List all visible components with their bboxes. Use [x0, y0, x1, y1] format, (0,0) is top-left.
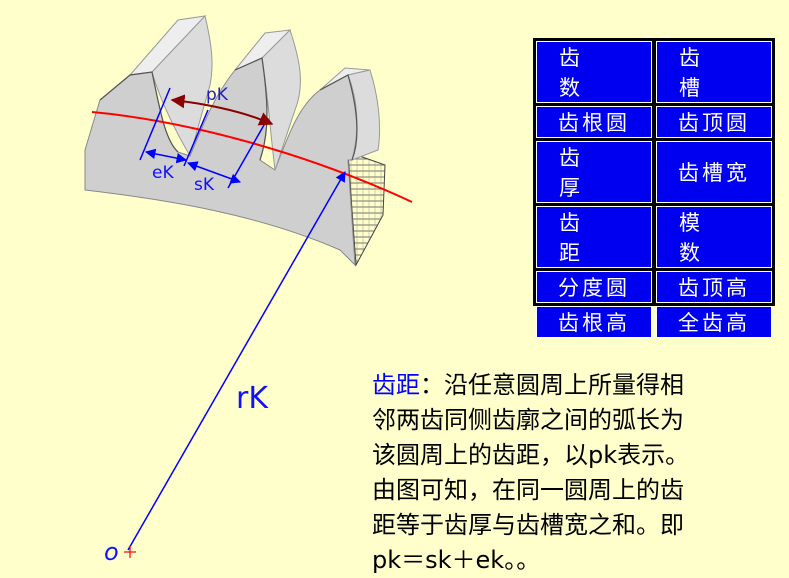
radius-label: rK [236, 381, 269, 416]
term-cell[interactable]: 齿顶高 [656, 271, 772, 303]
pitch-arrow [170, 94, 274, 126]
term-cell[interactable]: 齿顶圆 [656, 106, 772, 138]
term-table: 齿 数齿 槽齿根圆齿顶圆齿 厚齿槽宽齿 距模 数分度圆齿顶高齿根高全齿高 [533, 38, 775, 338]
tooth-thickness-arrow [187, 161, 241, 184]
term-cell[interactable]: 齿根圆 [536, 106, 652, 138]
pitch-label: pK [206, 85, 229, 105]
term-cell[interactable]: 齿根高 [536, 306, 652, 338]
description-text: 齿距：沿任意圆周上所量得相 邻两齿同侧齿廓之间的弧长为 该圆周上的齿距，以pk表… [372, 368, 782, 578]
origin-label: o [104, 538, 119, 566]
term-cell[interactable]: 模 数 [656, 206, 772, 268]
gear-side-face [347, 151, 386, 267]
term-cell[interactable]: 齿槽宽 [656, 141, 772, 203]
description-body: ：沿任意圆周上所量得相 邻两齿同侧齿廓之间的弧长为 该圆周上的齿距，以pk表示。… [372, 371, 690, 574]
term-cell[interactable]: 齿 厚 [536, 141, 652, 203]
term-grid: 齿 数齿 槽齿根圆齿顶圆齿 厚齿槽宽齿 距模 数分度圆齿顶高齿根高全齿高 [536, 41, 772, 338]
term-cell[interactable]: 齿 数 [536, 41, 652, 103]
space-width-label: eK [152, 163, 174, 183]
term-cell[interactable]: 全齿高 [656, 306, 772, 338]
origin-marker [124, 546, 136, 558]
term-cell[interactable]: 齿 距 [536, 206, 652, 268]
space-width-arrow [144, 148, 188, 164]
arbitrary-circle-arc [91, 111, 413, 203]
radius-line [127, 171, 346, 551]
term-cell[interactable]: 齿 槽 [656, 41, 772, 103]
tooth-thickness-label: sK [194, 175, 215, 195]
term-cell[interactable]: 分度圆 [536, 271, 652, 303]
description-term: 齿距 [372, 371, 420, 399]
gear-segment [84, 14, 386, 267]
